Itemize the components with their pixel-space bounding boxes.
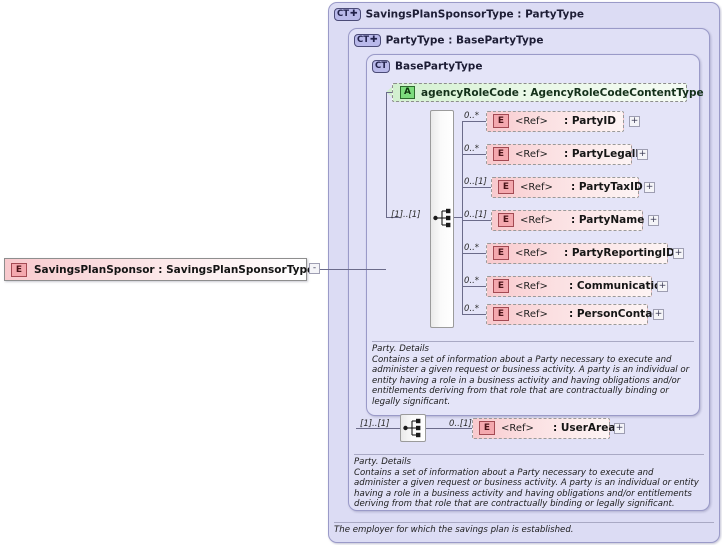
complextype-badge-icon[interactable]: CT✚ bbox=[354, 34, 381, 47]
panel-title-basepartytype: CT BasePartyType bbox=[372, 60, 482, 73]
attribute-badge-icon: A bbox=[400, 86, 415, 99]
element-name-label: : PartyID bbox=[564, 115, 617, 127]
expand-toggle-partyname[interactable]: + bbox=[648, 215, 659, 226]
documentation-divider bbox=[372, 341, 694, 342]
element-row-partyname[interactable]: E <Ref> : PartyName bbox=[491, 210, 645, 231]
element-badge-icon: E bbox=[493, 114, 509, 128]
element-badge-icon: E bbox=[11, 263, 27, 277]
panel-title-savingsplansponsortype: CT✚ SavingsPlanSponsorType : PartyType bbox=[334, 8, 584, 21]
documentation-partytype: Party. Details Contains a set of informa… bbox=[354, 457, 699, 509]
cardinality-personcontact: 0..* bbox=[464, 304, 480, 314]
element-name-label: : PartyName bbox=[571, 214, 645, 226]
expand-toggle-partyid[interactable]: + bbox=[629, 116, 640, 127]
cardinality-sequence-main: [1]..[1] bbox=[391, 210, 421, 220]
element-trunk-line bbox=[462, 121, 463, 314]
documentation-divider bbox=[354, 454, 704, 455]
root-connector-line bbox=[320, 269, 386, 270]
complextype-badge-icon[interactable]: CT✚ bbox=[334, 8, 361, 21]
root-element-label: SavingsPlanSponsor : SavingsPlanSponsorT… bbox=[34, 264, 315, 276]
element-row-partylegalid[interactable]: E <Ref> : PartyLegalID bbox=[486, 144, 648, 165]
root-element-savingsplansponsor[interactable]: E SavingsPlanSponsor : SavingsPlanSponso… bbox=[4, 258, 314, 281]
expand-toggle-partylegalid[interactable]: + bbox=[637, 149, 648, 160]
element-branch-line bbox=[462, 314, 488, 315]
documentation-divider bbox=[334, 522, 714, 523]
expand-toggle-personcontact[interactable]: + bbox=[653, 309, 664, 320]
element-branch-line bbox=[462, 121, 488, 122]
cardinality-partyname: 0..[1] bbox=[464, 210, 487, 220]
element-name-label: : PartyLegalID bbox=[564, 148, 649, 160]
attribute-connector-line bbox=[386, 92, 387, 217]
panel-title-partytype: CT✚ PartyType : BasePartyType bbox=[354, 34, 543, 47]
cardinality-partyid: 0..* bbox=[464, 111, 480, 121]
sequence-icon bbox=[433, 208, 451, 228]
expand-toggle-communication[interactable]: + bbox=[657, 281, 668, 292]
element-ref-label: <Ref> bbox=[501, 423, 534, 434]
element-branch-line bbox=[462, 187, 493, 188]
element-branch-line bbox=[462, 220, 493, 221]
element-ref-label: <Ref> bbox=[520, 215, 553, 226]
element-row-userarea[interactable]: E <Ref> : UserArea bbox=[472, 418, 615, 439]
cardinality-partylegalid: 0..* bbox=[464, 144, 480, 154]
panel-title-label: PartyType : BasePartyType bbox=[385, 34, 544, 47]
sequence-outbound-line bbox=[454, 217, 462, 218]
cardinality-sequence-userarea: [1]..[1] bbox=[360, 419, 390, 429]
cardinality-userarea: 0..[1] bbox=[449, 419, 472, 429]
element-ref-label: <Ref> bbox=[515, 309, 548, 320]
expand-toggle-userarea[interactable]: + bbox=[614, 423, 625, 434]
userarea-inbound-line bbox=[356, 428, 400, 429]
attribute-row-agencyrolecode[interactable]: A agencyRoleCode : AgencyRoleCodeContent… bbox=[392, 83, 704, 102]
panel-title-label: SavingsPlanSponsorType : PartyType bbox=[365, 8, 585, 21]
element-branch-line bbox=[462, 253, 488, 254]
cardinality-partytaxid: 0..[1] bbox=[464, 177, 487, 187]
element-name-label: : PersonContact bbox=[569, 308, 664, 320]
userarea-outbound-line bbox=[426, 428, 472, 429]
element-ref-label: <Ref> bbox=[515, 149, 548, 160]
element-name-label: : Communication bbox=[569, 280, 669, 292]
element-badge-icon: E bbox=[479, 421, 495, 435]
element-badge-icon: E bbox=[493, 307, 509, 321]
element-ref-label: <Ref> bbox=[515, 116, 548, 127]
element-ref-label: <Ref> bbox=[520, 182, 553, 193]
element-row-partytaxid[interactable]: E <Ref> : PartyTaxID bbox=[491, 177, 643, 198]
element-ref-label: <Ref> bbox=[515, 248, 548, 259]
cardinality-communication: 0..* bbox=[464, 276, 480, 286]
documentation-savingsplansponsor: The employer for which the savings plan … bbox=[334, 525, 574, 535]
element-row-partyid[interactable]: E <Ref> : PartyID bbox=[486, 111, 624, 132]
element-badge-icon: E bbox=[493, 246, 509, 260]
panel-title-label: BasePartyType bbox=[395, 60, 483, 73]
element-branch-line bbox=[462, 154, 488, 155]
attribute-connector-line bbox=[386, 92, 392, 93]
element-branch-line bbox=[462, 286, 488, 287]
sequence-icon bbox=[403, 418, 421, 438]
element-badge-icon: E bbox=[498, 213, 514, 227]
documentation-basepartytype: Party. Details Contains a set of informa… bbox=[372, 344, 690, 407]
element-row-partyreportingids[interactable]: E <Ref> : PartyReportingIDs bbox=[486, 243, 681, 264]
cardinality-partyreportingids: 0..* bbox=[464, 243, 480, 253]
element-row-communication[interactable]: E <Ref> : Communication bbox=[486, 276, 669, 297]
expand-toggle-partytaxid[interactable]: + bbox=[644, 182, 655, 193]
element-name-label: : UserArea bbox=[553, 422, 616, 434]
complextype-badge-icon[interactable]: CT bbox=[372, 60, 391, 73]
element-name-label: : PartyReportingIDs bbox=[564, 247, 681, 259]
element-name-label: : PartyTaxID bbox=[571, 181, 643, 193]
element-badge-icon: E bbox=[493, 147, 509, 161]
attribute-label: agencyRoleCode : AgencyRoleCodeContentTy… bbox=[421, 87, 704, 99]
sequence-inbound-line bbox=[386, 217, 400, 218]
expand-toggle-partyreportingids[interactable]: + bbox=[673, 248, 684, 259]
element-badge-icon: E bbox=[498, 180, 514, 194]
element-ref-label: <Ref> bbox=[515, 281, 548, 292]
element-row-personcontact[interactable]: E <Ref> : PersonContact bbox=[486, 304, 664, 325]
element-badge-icon: E bbox=[493, 279, 509, 293]
collapse-toggle-root-element[interactable]: - bbox=[309, 263, 320, 274]
